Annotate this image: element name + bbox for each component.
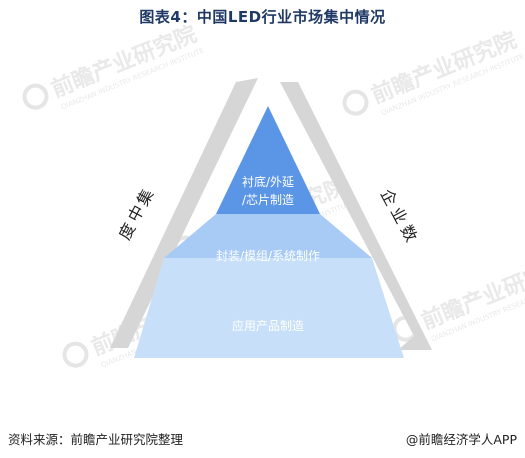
pyramid-level-top: [216, 106, 320, 214]
level-bottom-label: 应用产品制造: [232, 318, 304, 333]
right-label-char-1: 企: [377, 186, 401, 209]
level-top-label-line2: /芯片制造: [242, 193, 294, 207]
left-label-char-1: 集: [133, 186, 157, 209]
level-middle-label: 封装/模组/系统制作: [216, 249, 320, 263]
left-label-char-2: 中: [124, 202, 148, 225]
brand-credit: @前瞻经济学人APP: [405, 432, 517, 447]
source-note: 资料来源：前瞻产业研究院整理: [8, 432, 184, 447]
pyramid-level-bottom: [134, 258, 404, 358]
left-label-char-3: 度: [115, 220, 139, 243]
right-label-char-2: 业: [387, 204, 411, 227]
pyramid-level-middle: [164, 214, 372, 258]
page-title: 图表4：中国LED行业市场集中情况: [139, 8, 386, 26]
right-label-char-3: 数: [397, 222, 421, 245]
right-arrow: [280, 82, 432, 350]
left-arrow: [110, 78, 258, 348]
level-top-label-line1: 衬底/外延: [242, 174, 294, 189]
